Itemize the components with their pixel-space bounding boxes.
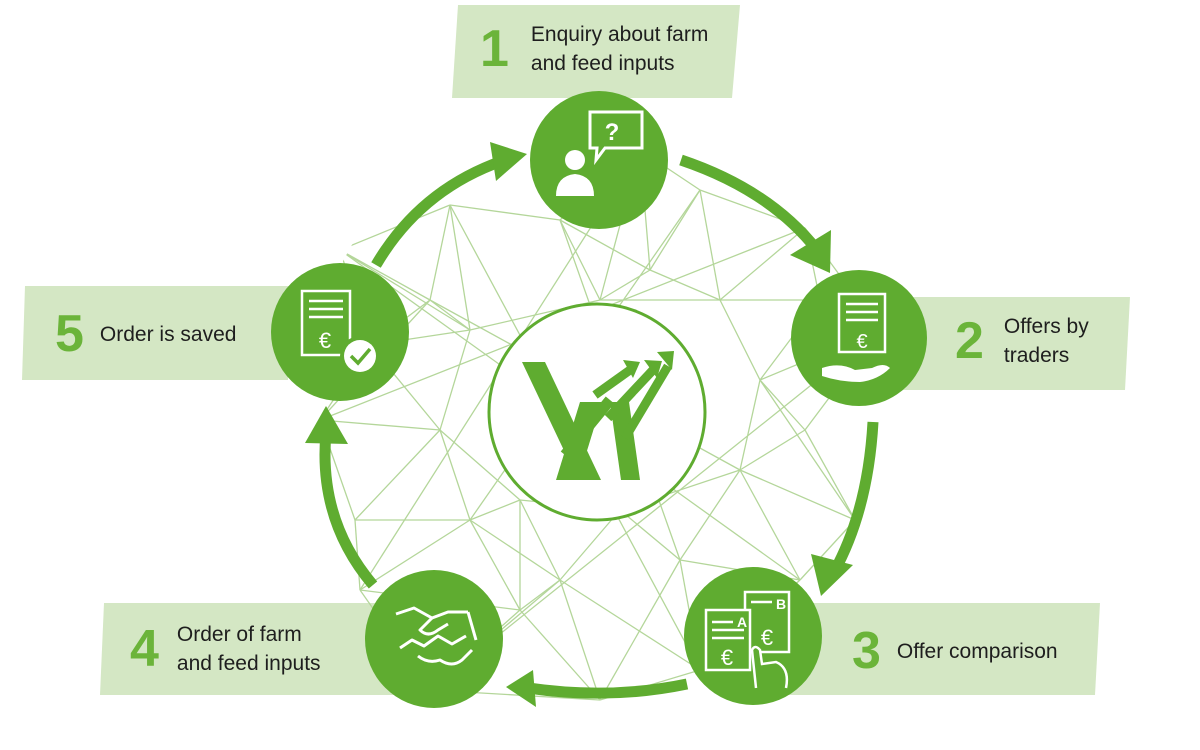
mesh-line: [439, 429, 471, 521]
arrowhead-5-to-1: [490, 142, 527, 181]
svg-text:€: €: [761, 625, 773, 650]
step-5-line-1: Order is saved: [99, 322, 237, 346]
step-2-line-1: Offers by: [1003, 315, 1089, 338]
svg-text:B: B: [776, 596, 786, 612]
step-4-label-box: [100, 603, 400, 695]
arrowhead-3-to-4: [506, 670, 536, 707]
arrow-4-to-5: [319, 432, 378, 589]
mesh-line: [429, 329, 881, 691]
step-4-line-2: and feed inputs: [176, 652, 321, 675]
svg-text:?: ?: [605, 119, 620, 146]
mesh-line: [559, 579, 701, 671]
step-1-node: ?: [530, 91, 668, 229]
step-5-text: Order is saved: [100, 320, 237, 349]
arrow-5-to-1: [371, 155, 504, 268]
step-2-label: 2 Offers by traders: [955, 312, 1089, 370]
mesh-line: [449, 204, 471, 331]
mesh-line: [339, 204, 451, 251]
step-3-label-box: [778, 603, 1100, 695]
svg-text:€: €: [319, 328, 331, 353]
step-5-node: €: [271, 263, 409, 401]
mesh-line: [739, 429, 806, 471]
mesh-line: [719, 227, 806, 301]
mesh-line: [439, 429, 521, 501]
mesh-line: [649, 269, 721, 301]
mesh-line: [469, 499, 521, 521]
arrow-3-to-4: [527, 678, 689, 699]
handshake-icon: [395, 606, 478, 666]
mesh-line: [804, 429, 856, 521]
step-2-node: €: [791, 270, 927, 406]
mesh-line: [559, 509, 621, 581]
step-1-line-1: Enquiry about farm: [530, 23, 709, 46]
cycle-arrows: [319, 154, 879, 699]
mesh-line: [469, 519, 561, 581]
mesh-line: [319, 419, 441, 431]
step-2-line-2: traders: [1003, 344, 1070, 367]
step-3-text: Offer comparison: [897, 637, 1058, 666]
mesh-line: [469, 519, 521, 611]
arrow-1-to-2: [679, 154, 822, 254]
step-2-text: Offers by traders: [1004, 312, 1089, 370]
step-2-number: 2: [955, 312, 984, 370]
mesh-line: [799, 519, 856, 581]
mesh-line: [719, 299, 761, 381]
step-3-label: 3 Offer comparison: [852, 625, 1058, 677]
compare-offers-icon: B € A €: [704, 590, 791, 689]
step-5-label-box: [22, 286, 290, 380]
mesh-line: [519, 499, 561, 581]
mesh-line: [739, 469, 856, 521]
step-4-text: Order of farm and feed inputs: [177, 620, 321, 678]
question-person-icon: ?: [556, 110, 644, 196]
mesh-line: [519, 609, 601, 701]
mesh-line: [339, 249, 471, 331]
step-3-number: 3: [852, 622, 881, 680]
svg-text:€: €: [721, 645, 733, 670]
step-4-number: 4: [130, 620, 159, 678]
mesh-line: [739, 469, 801, 581]
mesh-line: [559, 219, 601, 301]
step-1-text: Enquiry about farm and feed inputs: [531, 20, 708, 78]
mesh-line: [649, 189, 701, 271]
step-1-label: 1 Enquiry about farm and feed inputs: [480, 20, 708, 78]
arrow-2-to-3: [829, 421, 879, 575]
svg-text:A: A: [737, 614, 747, 630]
mesh-line: [599, 269, 651, 301]
mesh-line: [449, 204, 561, 221]
step-2-label-box: [890, 297, 1130, 390]
mesh-line: [559, 579, 601, 701]
mesh-line: [739, 379, 761, 471]
arrowhead-2-to-3: [811, 554, 853, 596]
mesh-line: [439, 329, 471, 431]
step-1-line-2: and feed inputs: [530, 52, 675, 75]
mesh-line: [359, 519, 471, 591]
mesh-line: [699, 189, 721, 301]
step-3-node: B € A €: [684, 567, 822, 705]
mesh-line: [429, 299, 471, 331]
step-5-label: 5 Order is saved: [55, 308, 236, 360]
step-5-number: 5: [55, 305, 84, 363]
step-3-line-1: Offer comparison: [896, 639, 1058, 663]
arrowhead-4-to-5: [305, 406, 348, 444]
svg-text:€: €: [856, 331, 867, 353]
mesh-line: [559, 219, 651, 271]
mesh-line: [339, 249, 431, 301]
mesh-line: [599, 559, 681, 701]
arrowhead-1-to-2: [790, 230, 831, 273]
agrarx-logo-icon: [522, 351, 674, 480]
step-1-number: 1: [480, 20, 509, 78]
step-4-node: [365, 570, 503, 708]
mesh-line: [429, 204, 451, 301]
mesh-line: [759, 379, 856, 521]
step-4-label: 4 Order of farm and feed inputs: [130, 620, 321, 678]
mesh-line: [619, 509, 681, 561]
step-1-label-box: [452, 5, 740, 98]
mesh-line: [759, 379, 806, 431]
mesh-line: [354, 429, 441, 521]
step-4-line-1: Order of farm: [176, 623, 302, 646]
offer-in-hand-icon: €: [822, 292, 890, 382]
saved-document-icon: €: [300, 289, 380, 376]
